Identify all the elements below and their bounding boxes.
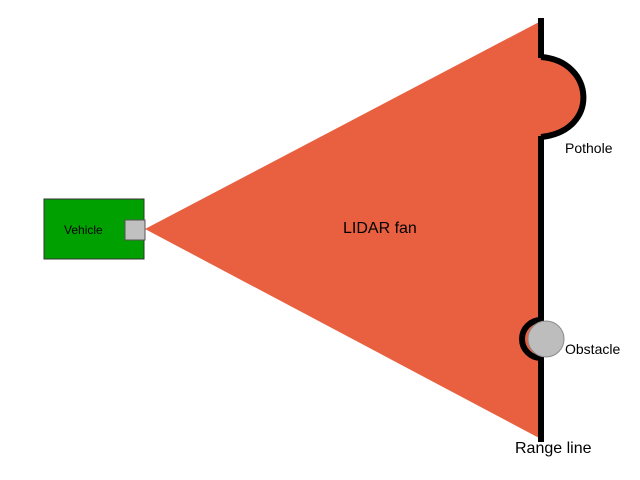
- pothole-label: Pothole: [565, 140, 613, 156]
- vehicle-label: Vehicle: [64, 223, 103, 237]
- range-line-label: Range line: [515, 440, 592, 457]
- pothole-outline: [540, 54, 587, 140]
- lidar-fan: [145, 21, 541, 439]
- obstacle-label: Obstacle: [565, 341, 621, 357]
- obstacle-bracket: [519, 317, 542, 361]
- lidar-sensor: [124, 219, 146, 241]
- pothole-bulge: [541, 56, 584, 138]
- obstacle: [527, 320, 565, 358]
- lidar-fan-label: LIDAR fan: [343, 220, 417, 237]
